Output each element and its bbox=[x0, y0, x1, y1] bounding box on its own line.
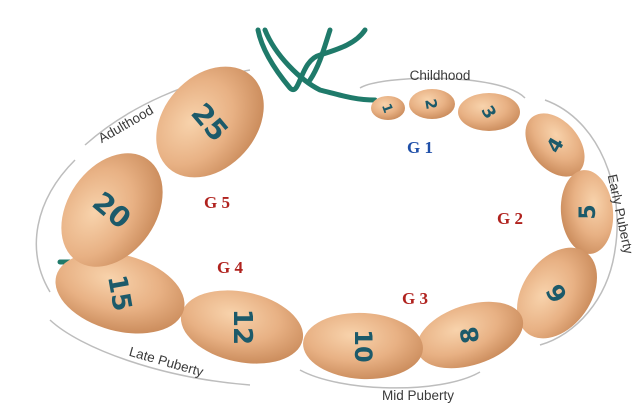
label-late-puberty: Late Puberty bbox=[127, 344, 205, 380]
label-adulthood: Adulthood bbox=[96, 102, 156, 145]
group-label-g1: G 1 bbox=[407, 138, 433, 157]
bead-12: 12 bbox=[174, 280, 310, 374]
svg-text:15: 15 bbox=[101, 273, 137, 314]
group-label-g5: G 5 bbox=[204, 193, 230, 212]
label-mid-puberty: Mid Puberty bbox=[382, 388, 454, 403]
svg-text:10: 10 bbox=[349, 329, 377, 362]
group-label-g3: G 3 bbox=[402, 289, 428, 308]
svg-text:5: 5 bbox=[576, 204, 601, 219]
group-label-g2: G 2 bbox=[497, 209, 523, 228]
bead-10: 10 bbox=[301, 310, 424, 382]
bead-2: 2 bbox=[409, 89, 455, 119]
group-label-g4: G 4 bbox=[217, 258, 243, 277]
svg-text:12: 12 bbox=[227, 309, 257, 345]
bead-3: 3 bbox=[458, 93, 520, 131]
bead-1: 1 bbox=[371, 96, 405, 120]
label-childhood: Childhood bbox=[410, 68, 471, 83]
